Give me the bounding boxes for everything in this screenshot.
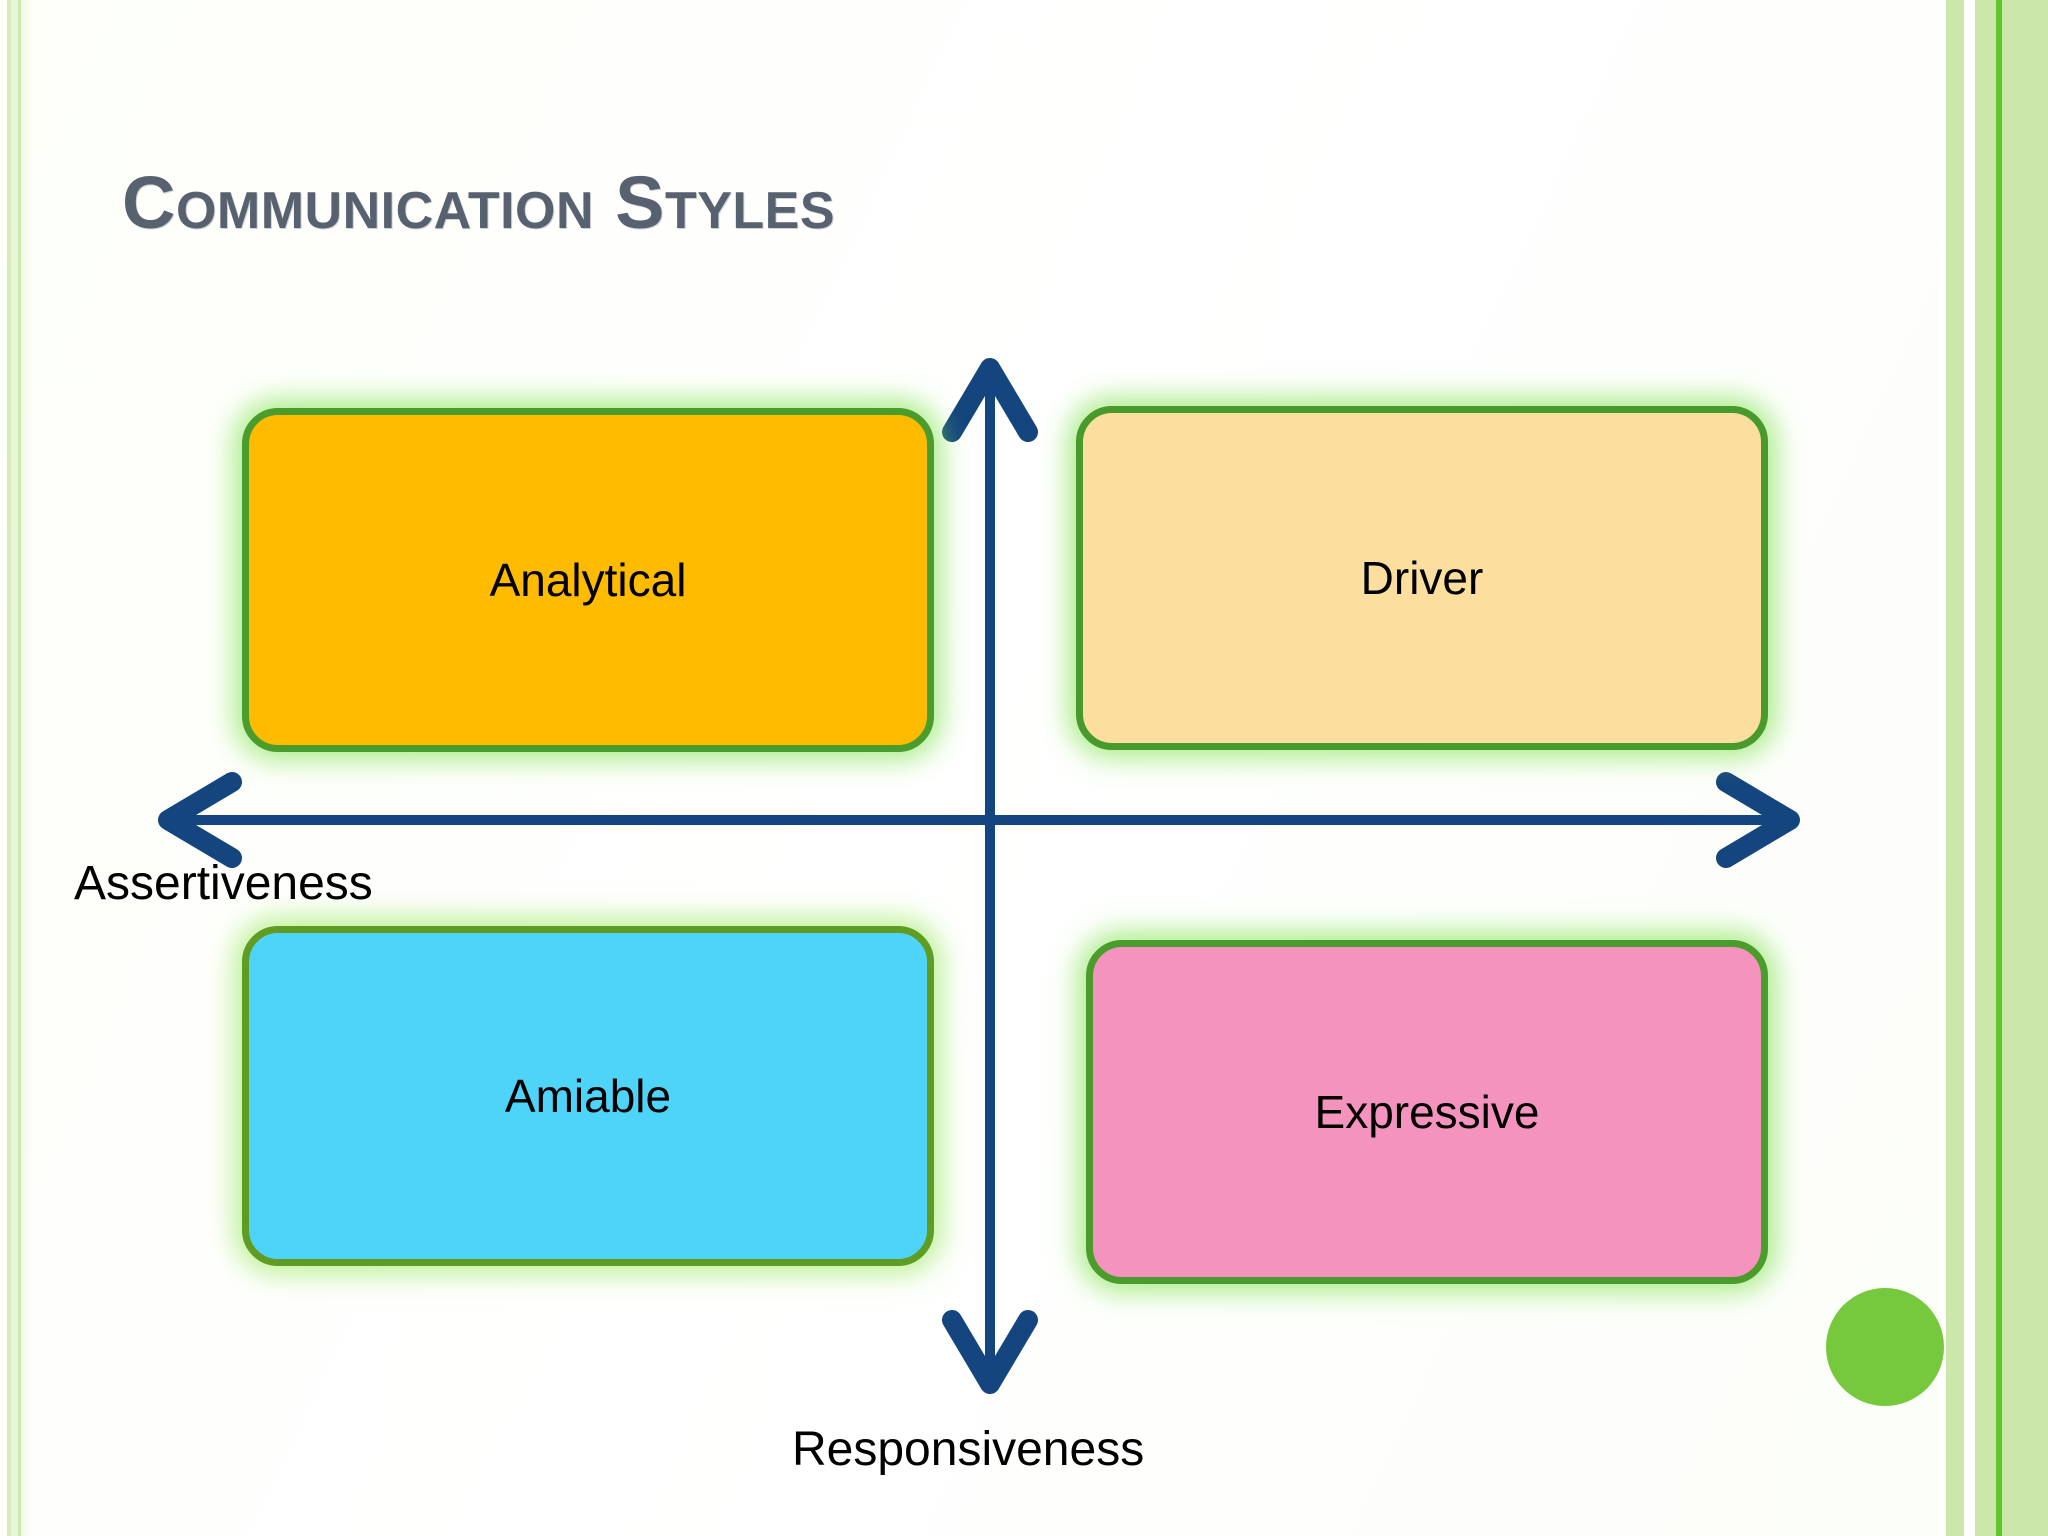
left-stripe-1 [7, 0, 11, 1536]
decorative-green-circle [1826, 1288, 1944, 1406]
left-stripe-fade [21, 0, 34, 1536]
right-accent-line [1996, 0, 2002, 1536]
right-stripe-gap [1964, 0, 1975, 1536]
right-stripe-3 [2002, 0, 2048, 1536]
quadrant-label-driver: Driver [1360, 552, 1484, 604]
quadrant-box-amiable[interactable]: Amiable [242, 926, 934, 1266]
right-stripe-gap-outer [1938, 0, 1946, 1536]
right-edge-stripes [1938, 0, 2048, 1536]
left-stripe-3 [18, 0, 21, 1536]
right-stripe-2 [1975, 0, 1999, 1536]
quadrant-box-analytical[interactable]: Analytical [242, 408, 934, 752]
axis-label-assertiveness: Assertiveness [74, 857, 373, 910]
right-stripe-1 [1946, 0, 1964, 1536]
quadrant-label-analytical: Analytical [489, 554, 687, 606]
quadrant-label-expressive: Expressive [1314, 1086, 1540, 1138]
page-title: Communication Styles [122, 161, 836, 244]
quadrant-label-amiable: Amiable [504, 1070, 672, 1122]
left-edge-stripes [0, 0, 34, 1536]
quadrant-box-driver[interactable]: Driver [1076, 406, 1768, 750]
axis-label-responsiveness: Responsiveness [792, 1423, 1145, 1476]
left-stripe-2 [11, 0, 18, 1536]
quadrant-box-expressive[interactable]: Expressive [1086, 940, 1768, 1284]
